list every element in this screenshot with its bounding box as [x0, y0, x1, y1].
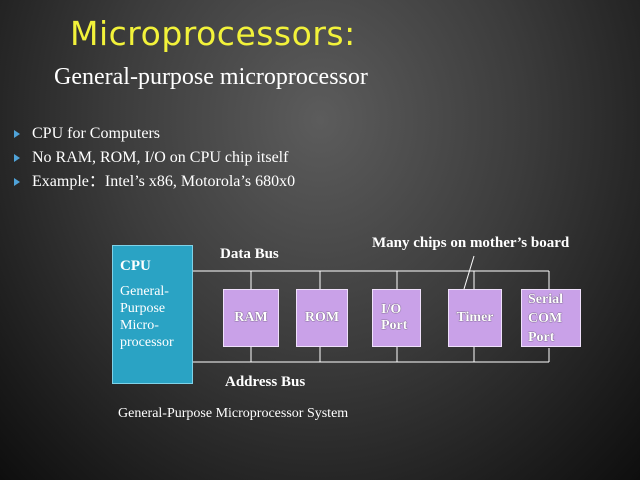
cpu-desc-line: Micro- [120, 318, 159, 333]
bullet-item: Example：Intel’s x86, Motorola’s 680x0 [14, 170, 295, 194]
triangle-bullet-icon [14, 130, 20, 138]
bullet-item: CPU for Computers [14, 122, 295, 146]
triangle-bullet-icon [14, 178, 20, 186]
triangle-bullet-icon [14, 154, 20, 162]
note-pointer-line [463, 255, 475, 290]
slide-subtitle: General-purpose microprocessor [54, 64, 368, 90]
address-bus-label: Address Bus [225, 374, 306, 390]
io-port-chip: I/O Port [372, 289, 421, 347]
serial-com-port-label: Serial COM Port [528, 291, 563, 345]
cpu-desc-line: processor [120, 335, 174, 350]
motherboard-note: Many chips on mother’s board [372, 235, 570, 251]
bullet-text: Example：Intel’s x86, Motorola’s 680x0 [32, 173, 296, 190]
ram-chip: RAM [223, 289, 279, 347]
data-bus-label: Data Bus [220, 246, 279, 262]
bullet-item: No RAM, ROM, I/O on CPU chip itself [14, 146, 295, 170]
bullet-text: No RAM, ROM, I/O on CPU chip itself [32, 149, 289, 166]
diagram-caption: General-Purpose Microprocessor System [118, 406, 349, 421]
bullet-list: CPU for Computers No RAM, ROM, I/O on CP… [14, 122, 295, 194]
rom-chip: ROM [296, 289, 348, 347]
cpu-title: CPU [120, 258, 151, 274]
serial-com-port-chip: Serial COM Port [521, 289, 581, 347]
io-port-label: I/O Port [381, 302, 408, 333]
timer-chip: Timer [448, 289, 502, 347]
slide-title: Microprocessors: [70, 14, 356, 53]
bullet-text: CPU for Computers [32, 125, 160, 142]
cpu-desc-line: General- [120, 284, 169, 299]
cpu-desc-line: Purpose [120, 301, 166, 316]
cpu-block: CPU General- Purpose Micro- processor [112, 245, 193, 384]
